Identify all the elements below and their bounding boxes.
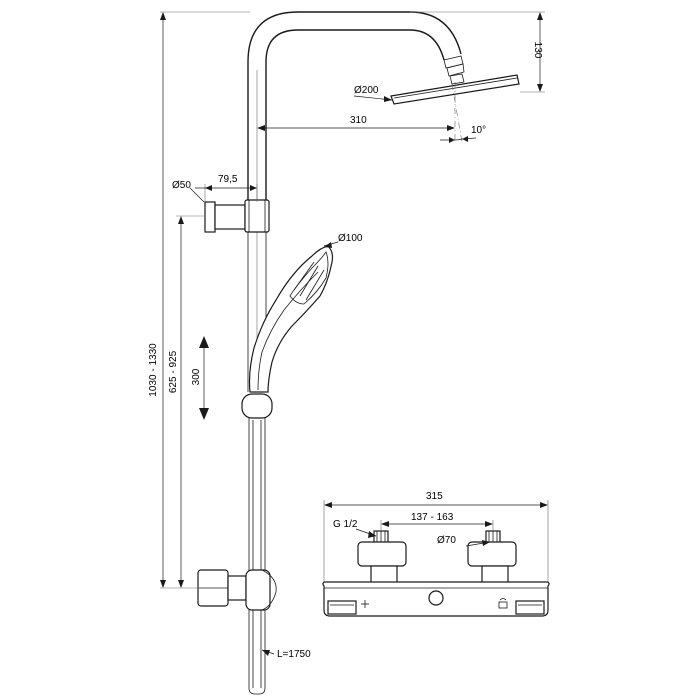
dim-handshower-diameter [323, 241, 339, 248]
dim-head-tilt [440, 136, 477, 143]
overhead-shower-head [390, 55, 520, 143]
dim-total-height [160, 11, 250, 589]
bracket-height-label: 625 - 925 [168, 350, 179, 393]
dim-escutcheon-diameter [465, 540, 491, 547]
bracket-offset-label: 79,5 [218, 174, 238, 185]
wall-bracket [204, 199, 270, 233]
hand-shower [248, 245, 334, 393]
head-tilt-label: 10° [471, 125, 486, 136]
thermostatic-mixer [322, 530, 550, 617]
handshower-diameter-label: Ø100 [338, 233, 363, 244]
inlet-centres-label: 137 - 163 [411, 512, 454, 523]
lower-connection [197, 569, 277, 611]
dim-head-rise [410, 11, 545, 93]
bracket-diameter-label: Ø50 [172, 180, 191, 191]
inlet-thread-label: G 1/2 [333, 519, 358, 530]
slide-travel-label: 300 [191, 368, 202, 385]
dim-hose-length [261, 649, 275, 656]
head-diameter-label: Ø200 [354, 85, 379, 96]
hose-length-label: L=1750 [277, 649, 311, 660]
dim-inlet-centres [380, 520, 494, 531]
dim-inlet-thread [355, 528, 377, 538]
dim-head-diameter [353, 95, 393, 102]
dim-mixer-width [323, 500, 549, 582]
dim-bracket-offset [189, 184, 258, 203]
total-height-label: 1030 - 1330 [148, 343, 159, 397]
dim-bracket-height [176, 215, 205, 588]
holder-and-hose [241, 393, 273, 695]
mixer-width-label: 315 [426, 491, 443, 502]
escutcheon-diameter-label: Ø70 [437, 535, 456, 546]
dim-arm-projection [257, 125, 455, 131]
arm-projection-label: 310 [350, 115, 367, 126]
dim-slide-travel [199, 336, 209, 420]
head-rise-label: 130 [532, 42, 543, 59]
